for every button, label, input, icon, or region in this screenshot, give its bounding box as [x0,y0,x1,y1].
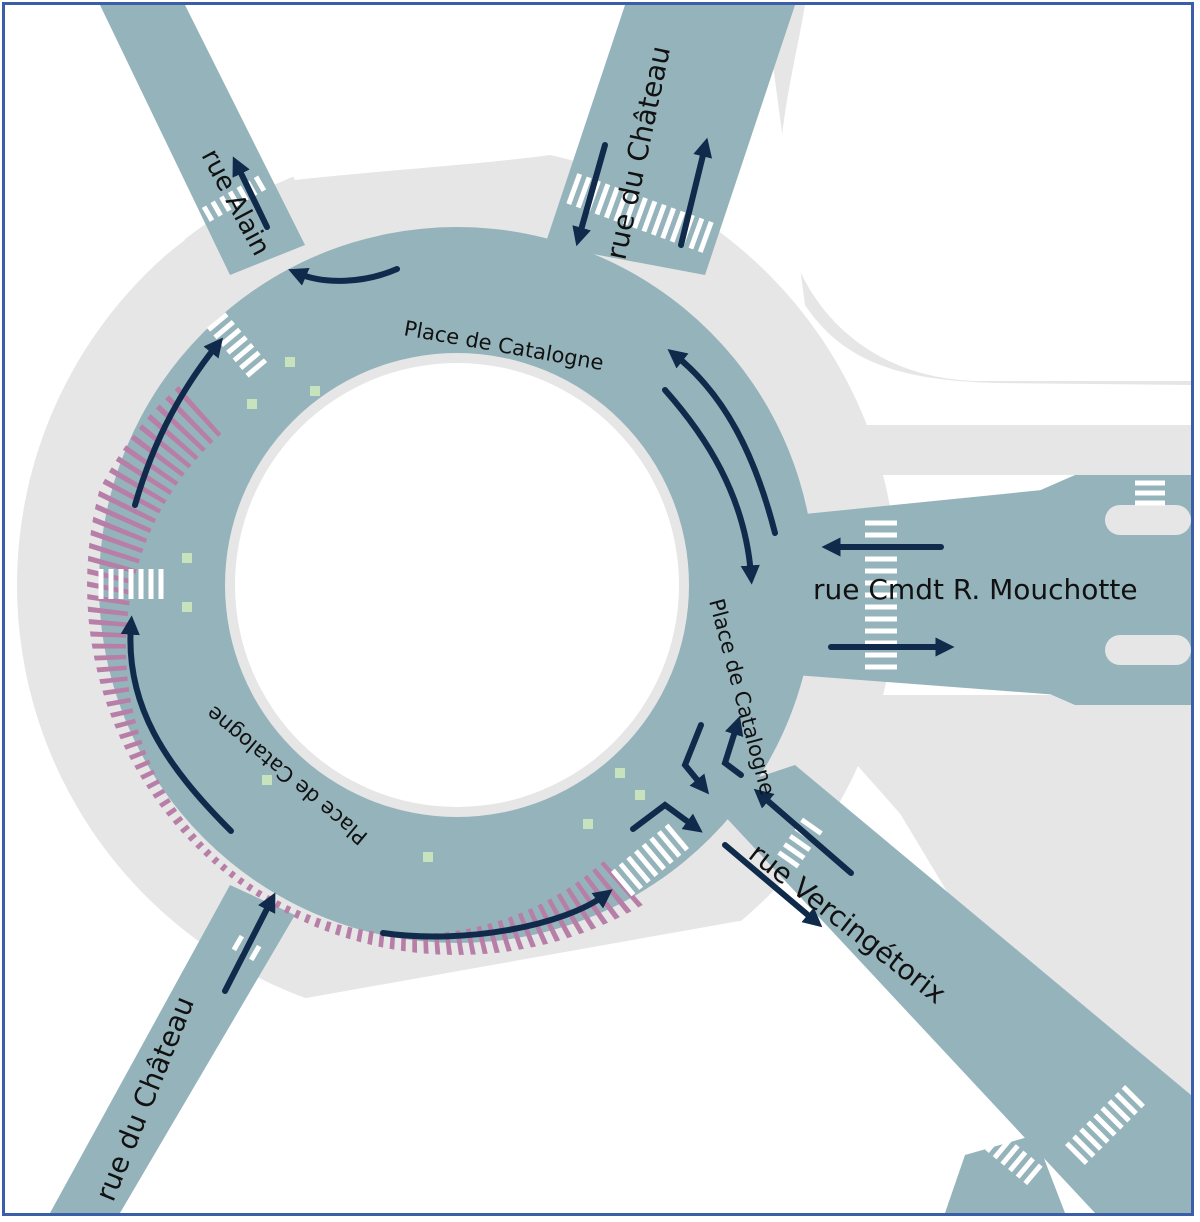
traffic-arrow-icon [753,788,854,876]
traffic-arrow-icon [380,889,613,940]
traffic-arrow-icon [572,142,608,247]
traffic-arrow-icon [678,137,713,248]
building-west-top [5,5,185,425]
traffic-arrow-icon [722,842,823,928]
traffic-arrow-icon [630,801,703,833]
traffic-arrows [120,137,955,994]
traffic-islands [1105,505,1191,665]
traffic-arrow-icon [132,337,223,508]
central-island [235,363,679,807]
building-east-lower [835,705,1191,1085]
ground-markers [182,357,645,862]
traffic-arrow-icon [662,387,760,585]
traffic-arrow-icon [232,156,270,230]
building-west-bottom [5,765,185,1213]
traffic-arrow-icon [721,715,744,778]
bike-lane-hatch [87,386,647,955]
street-label-rue-cmdt-mouchotte: rue Cmdt R. Mouchotte [813,573,1138,606]
building-north [205,5,585,180]
building-north-east [779,5,1191,381]
traffic-arrow-icon [120,615,234,834]
traffic-arrow-icon [667,348,778,536]
traffic-arrow-icon [288,266,400,286]
roundabout-map: rue Alain rue du Château rue Cmdt R. Mou… [5,5,1191,1213]
traffic-arrow-icon [222,892,276,994]
building-south [175,920,935,1213]
sidewalk-east-block [805,425,1191,475]
traffic-arrow-icon [681,722,710,795]
